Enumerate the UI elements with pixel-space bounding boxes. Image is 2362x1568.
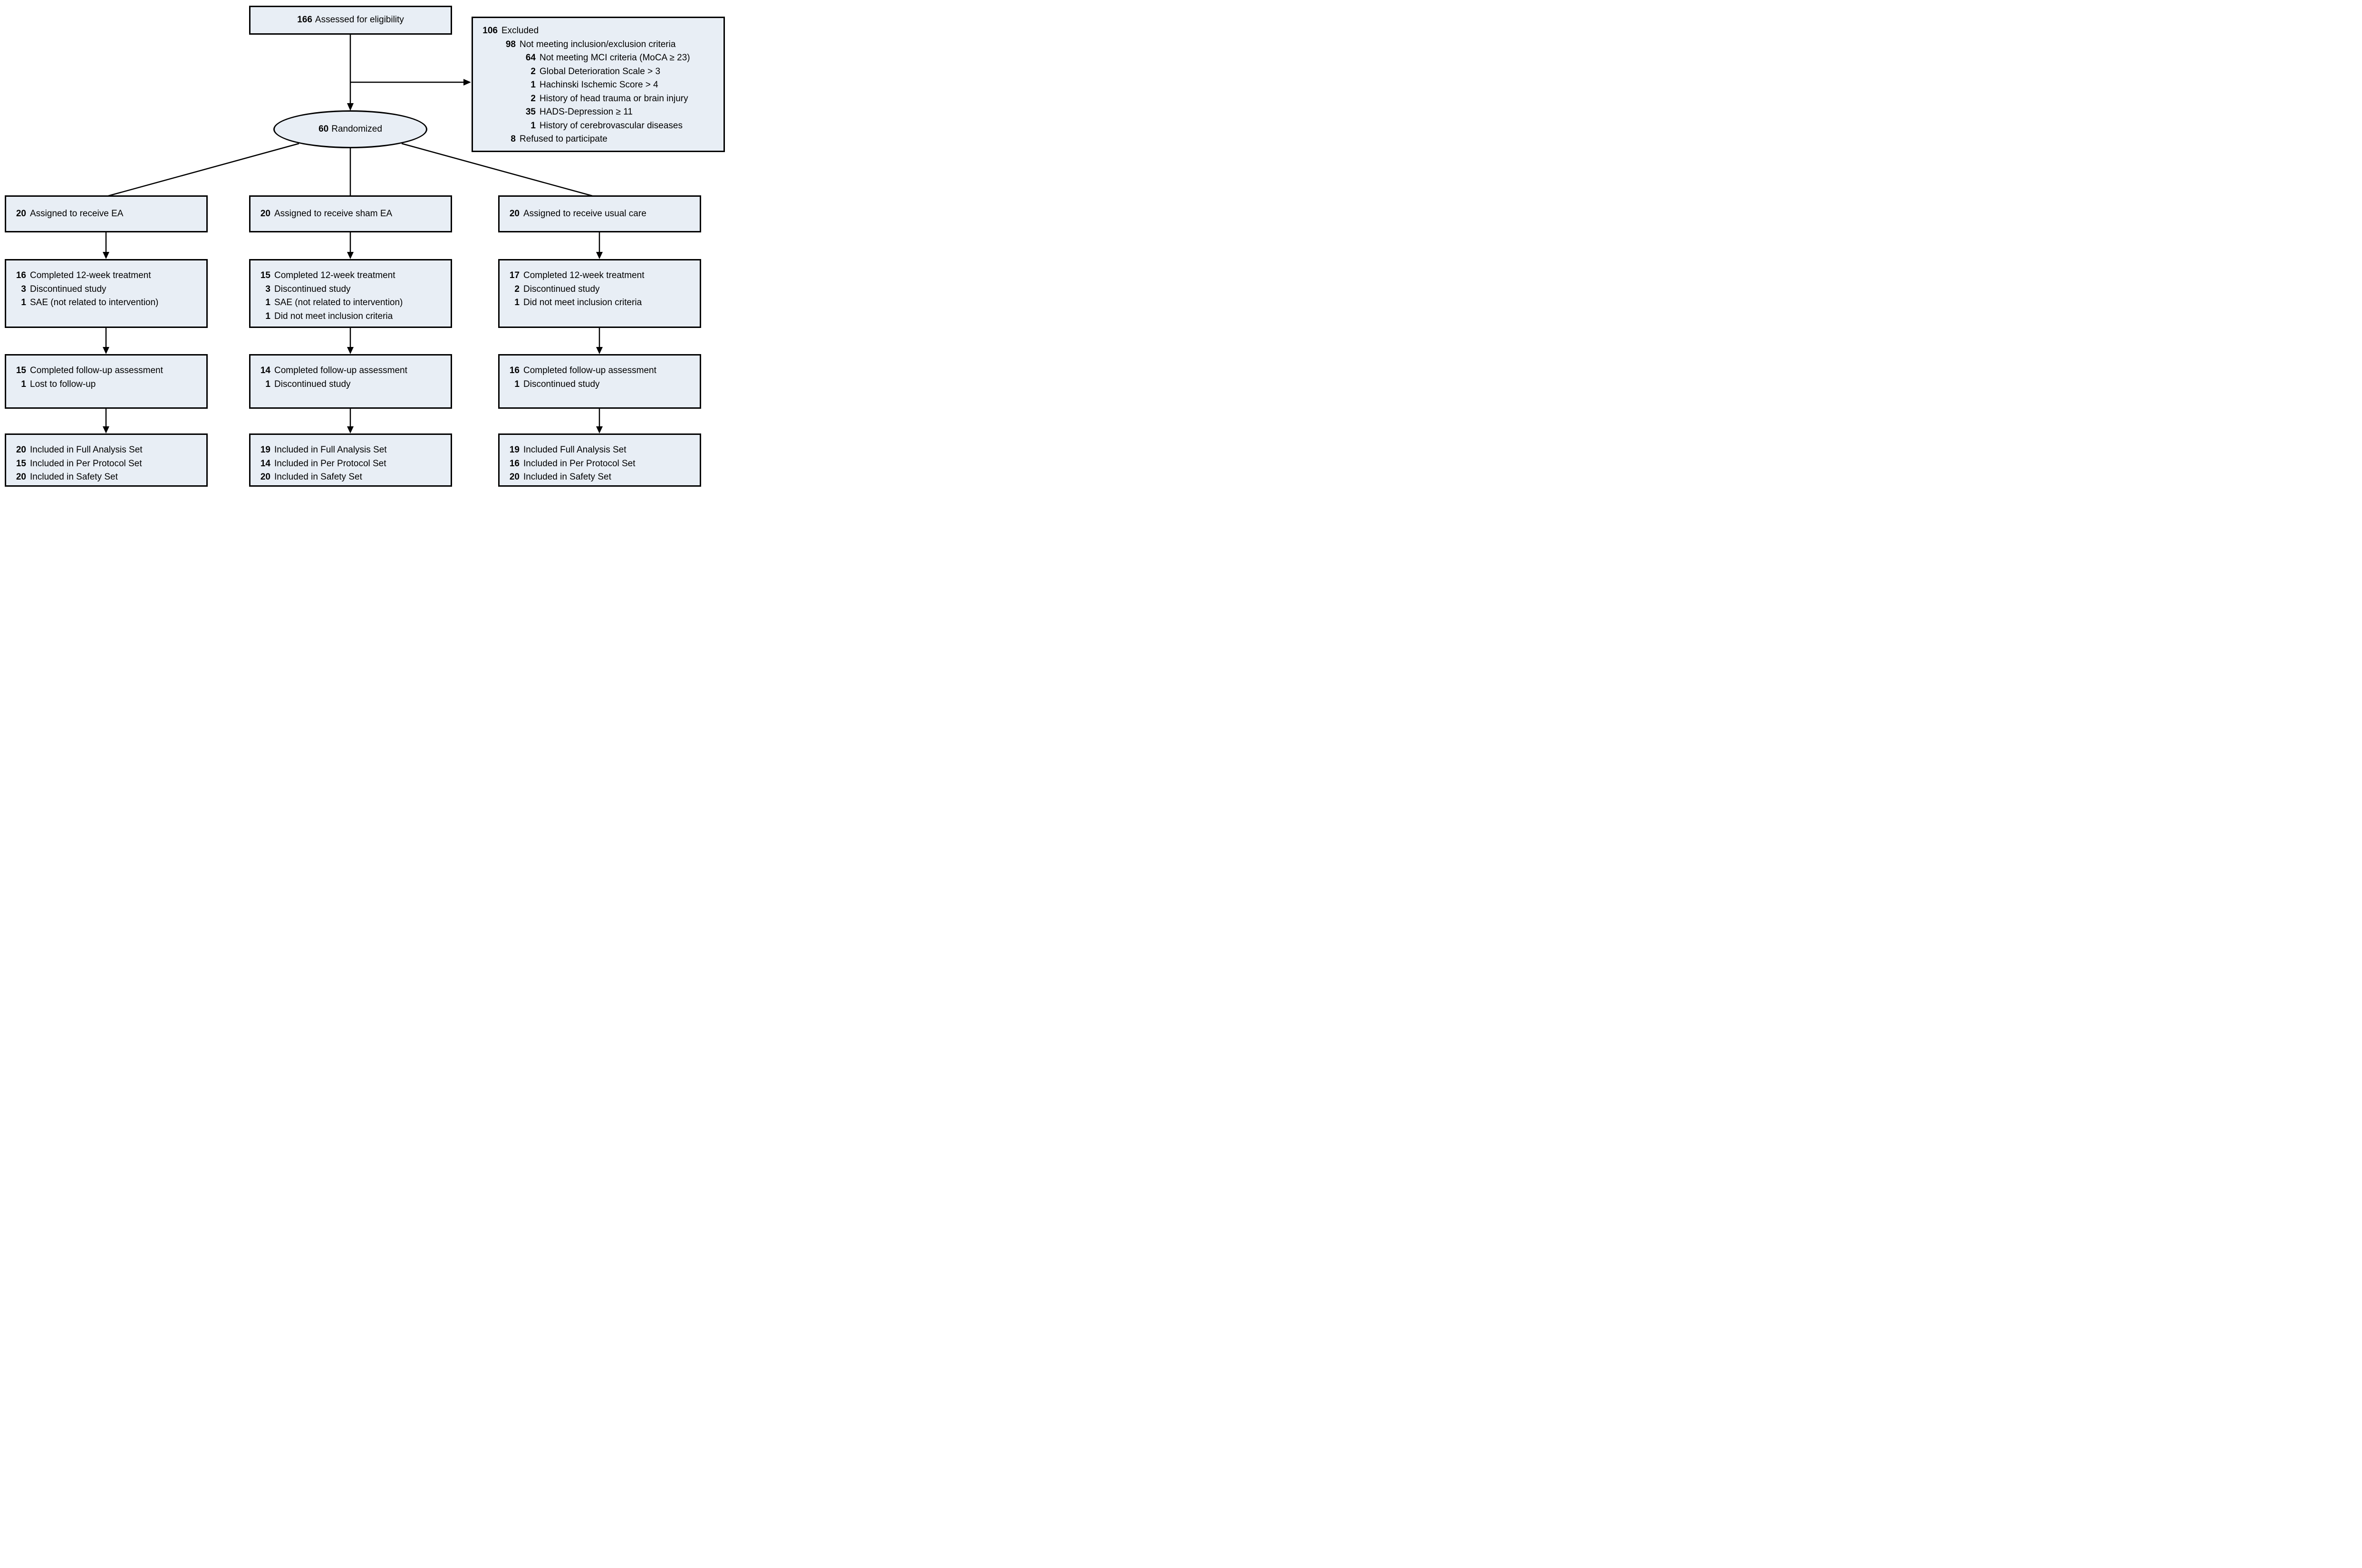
arrowhead-down-icon — [103, 426, 109, 433]
arrowhead-down-icon — [347, 347, 354, 354]
connector-ea-assigned-to-treatment — [103, 232, 109, 259]
connector-sham-followup-to-analysis — [347, 409, 354, 433]
eligibility-count: 166 — [297, 15, 312, 25]
connector-ea-followup-to-analysis — [103, 409, 109, 433]
connector-ea-treatment-to-followup — [103, 328, 109, 354]
arrowhead-down-icon — [596, 252, 603, 259]
connector-to-excluded — [350, 79, 471, 86]
arrowhead-down-icon — [347, 426, 354, 433]
connector-randomized-to-usual-care — [401, 143, 593, 197]
connector-usual-assigned-to-treatment — [596, 232, 603, 259]
connector-sham-treatment-to-followup — [347, 328, 354, 354]
connector-sham-assigned-to-treatment — [347, 232, 354, 259]
arrowhead-down-icon — [596, 426, 603, 433]
connector-usual-treatment-to-followup — [596, 328, 603, 354]
arrowhead-down-icon — [103, 347, 109, 354]
connector-lines — [103, 35, 603, 433]
arrowhead-down-icon — [347, 252, 354, 259]
randomized-count: 60 — [318, 124, 329, 134]
arrowhead-down-icon — [347, 103, 354, 111]
connector-randomized-to-ea — [108, 143, 299, 197]
eligibility-label: Assessed for eligibility — [315, 15, 404, 25]
randomized-label: Randomized — [331, 124, 382, 134]
arrowhead-right-icon — [463, 79, 471, 86]
arrowhead-down-icon — [103, 252, 109, 259]
connector-eligibility-to-randomized — [347, 35, 354, 111]
connector-usual-followup-to-analysis — [596, 409, 603, 433]
arrowhead-down-icon — [596, 347, 603, 354]
